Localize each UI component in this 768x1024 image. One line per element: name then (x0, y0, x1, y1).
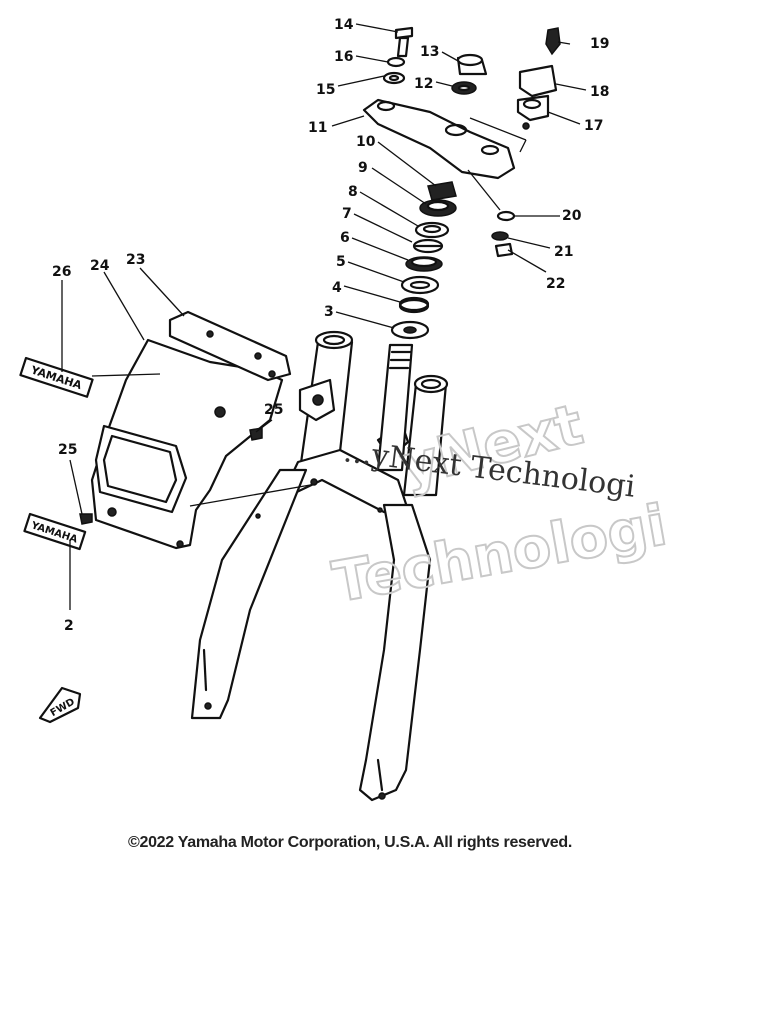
bearing-stack (390, 181, 457, 340)
callout-4: 4 (332, 280, 342, 296)
callout-13: 13 (420, 44, 439, 60)
callout-11: 11 (308, 120, 327, 136)
callout-12: 12 (414, 76, 433, 92)
callout-2: 2 (64, 618, 74, 634)
emblem-2: YAMAHA (23, 512, 87, 551)
callout-9: 9 (358, 160, 368, 176)
small-fasteners (382, 26, 561, 258)
callout-7: 7 (342, 206, 352, 222)
callout-22: 22 (546, 276, 565, 292)
front-fork-frame (190, 330, 449, 802)
callout-24: 24 (90, 258, 110, 274)
callout-6: 6 (340, 230, 350, 246)
callout-15: 15 (316, 82, 335, 98)
callout-26: 26 (52, 264, 71, 280)
callout-25-right: 25 (264, 402, 283, 418)
steering-stem (376, 343, 414, 472)
callout-3: 3 (324, 304, 334, 320)
callout-18: 18 (590, 84, 609, 100)
callout-17: 17 (584, 118, 603, 134)
callout-25-left: 25 (58, 442, 77, 458)
leader-lines (61, 23, 587, 610)
callout-labels: 14 16 15 13 12 11 19 18 17 10 9 8 7 6 5 … (52, 17, 609, 634)
copyright-notice: ©2022 Yamaha Motor Corporation, U.S.A. A… (128, 834, 572, 851)
emblem-26: YAMAHA (19, 356, 94, 398)
callout-23: 23 (126, 252, 145, 268)
callout-5: 5 (336, 254, 346, 270)
fwd-arrow-icon: FWD (38, 686, 82, 724)
callout-20: 20 (562, 208, 582, 224)
callout-8: 8 (348, 184, 358, 200)
headlight-cover (79, 310, 292, 550)
callout-21: 21 (554, 244, 573, 260)
callout-19: 19 (590, 36, 609, 52)
callout-10: 10 (356, 134, 376, 150)
callout-14: 14 (334, 17, 354, 33)
callout-16: 16 (334, 49, 353, 65)
top-bracket (362, 98, 516, 180)
